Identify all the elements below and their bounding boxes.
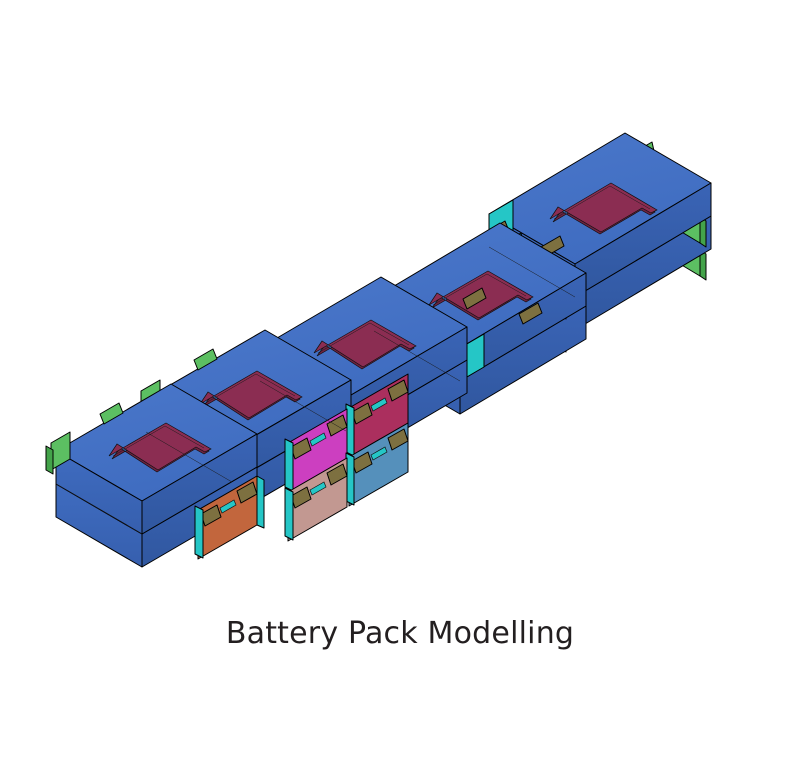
mount-bracket-khaki	[200, 504, 222, 527]
figure-caption: Battery Pack Modelling	[225, 616, 575, 651]
edge-connector-cyan	[284, 487, 294, 541]
cad-viewport[interactable]	[0, 0, 800, 610]
top-rail-green	[99, 402, 124, 425]
terminal-slot-cyan	[370, 446, 388, 461]
recess-hairline	[553, 185, 651, 220]
top-recess-slot	[108, 422, 212, 471]
mount-bracket-khaki	[351, 402, 373, 425]
top-recess-slot	[199, 370, 303, 419]
top-recess-slot	[313, 319, 417, 368]
battery-pack-3d-model	[45, 132, 712, 568]
mount-bracket-khaki	[518, 302, 543, 325]
terminal-slot-cyan	[370, 397, 388, 412]
module-side-face	[141, 433, 258, 535]
battery-module-1a[interactable]	[45, 383, 258, 535]
mount-bracket-khaki	[351, 451, 373, 474]
assembly-seams	[55, 246, 576, 535]
mount-bracket-khaki	[387, 379, 409, 402]
edge-connector-cyan	[284, 438, 294, 492]
terminal-slot-cyan	[219, 499, 237, 514]
endplate-cluster[interactable]	[284, 373, 409, 542]
endplate-rosybrown[interactable]	[284, 457, 348, 542]
endplate-magenta[interactable]	[284, 408, 348, 493]
endplate-orange[interactable]	[194, 475, 265, 560]
edge-connector-cyan	[194, 505, 204, 559]
terminal-slot-cyan	[309, 481, 327, 496]
top-recess-slot	[549, 182, 658, 233]
terminal-slot-cyan	[309, 432, 327, 447]
mount-bracket-khaki	[290, 437, 312, 460]
mount-bracket-khaki	[387, 428, 409, 451]
mount-bracket-khaki	[326, 463, 348, 486]
recess-hairline	[112, 425, 205, 457]
recess-hairline	[432, 273, 527, 306]
mount-bracket-khaki	[462, 287, 487, 310]
recess-hairline	[317, 322, 410, 354]
recess-hairline	[203, 373, 296, 405]
mount-bracket-khaki	[290, 486, 312, 509]
top-rail-green	[193, 348, 218, 371]
side-rail-green-cap	[45, 445, 54, 475]
edge-connector-cyan	[256, 475, 265, 529]
